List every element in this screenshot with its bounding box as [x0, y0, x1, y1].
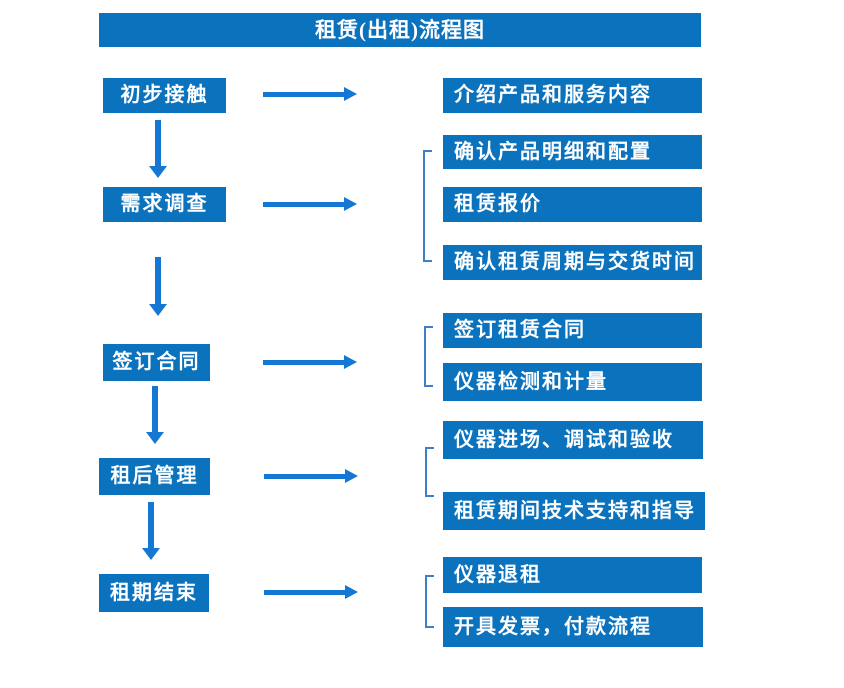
arrow-shaft [148, 502, 154, 548]
right-arrow-1 [263, 87, 357, 101]
arrow-head-icon [146, 432, 164, 444]
stage-initial-contact: 初步接触 [103, 78, 226, 113]
detail-instrument-inspection: 仪器检测和计量 [443, 363, 702, 401]
right-arrow-5 [264, 585, 358, 599]
detail-instrument-return: 仪器退租 [443, 557, 702, 593]
detail-instrument-entry-acceptance: 仪器进场、调试和验收 [443, 421, 703, 459]
detail-confirm-rental-period: 确认租赁周期与交货时间 [443, 245, 702, 280]
stage-demand-survey: 需求调查 [103, 187, 226, 222]
stage-rental-end: 租期结束 [99, 574, 209, 612]
arrow-shaft [263, 91, 344, 97]
detail-invoice-payment: 开具发票，付款流程 [443, 607, 703, 647]
arrow-head-icon [344, 197, 357, 211]
arrow-head-icon [344, 355, 357, 369]
detail-rental-quotation: 租赁报价 [443, 187, 702, 222]
bracket-group-5 [425, 575, 434, 628]
arrow-head-icon [149, 304, 167, 316]
arrow-shaft [263, 359, 344, 365]
stage-sign-contract: 签订合同 [103, 344, 210, 381]
down-arrow-4 [142, 502, 160, 560]
arrow-head-icon [142, 548, 160, 560]
detail-technical-support: 租赁期间技术支持和指导 [443, 492, 705, 530]
down-arrow-1 [149, 120, 167, 178]
stage-post-rental-management: 租后管理 [99, 458, 210, 495]
right-arrow-2 [263, 197, 357, 211]
detail-sign-rental-contract: 签订租赁合同 [443, 313, 702, 348]
bracket-group-3 [424, 326, 433, 387]
arrow-shaft [152, 386, 158, 432]
right-arrow-4 [264, 469, 358, 483]
detail-introduce-products: 介绍产品和服务内容 [443, 78, 702, 113]
bracket-group-2 [423, 150, 432, 262]
arrow-head-icon [344, 87, 357, 101]
down-arrow-3 [146, 386, 164, 444]
right-arrow-3 [263, 355, 357, 369]
arrow-head-icon [345, 469, 358, 483]
arrow-shaft [155, 120, 161, 166]
arrow-shaft [264, 473, 345, 479]
down-arrow-2 [149, 257, 167, 316]
arrow-shaft [263, 201, 344, 207]
page-title: 租赁(出租)流程图 [99, 13, 701, 47]
detail-confirm-product-config: 确认产品明细和配置 [443, 135, 702, 169]
arrow-shaft [155, 257, 161, 304]
bracket-group-4 [425, 447, 434, 497]
arrow-shaft [264, 589, 345, 595]
arrow-head-icon [149, 166, 167, 178]
arrow-head-icon [345, 585, 358, 599]
